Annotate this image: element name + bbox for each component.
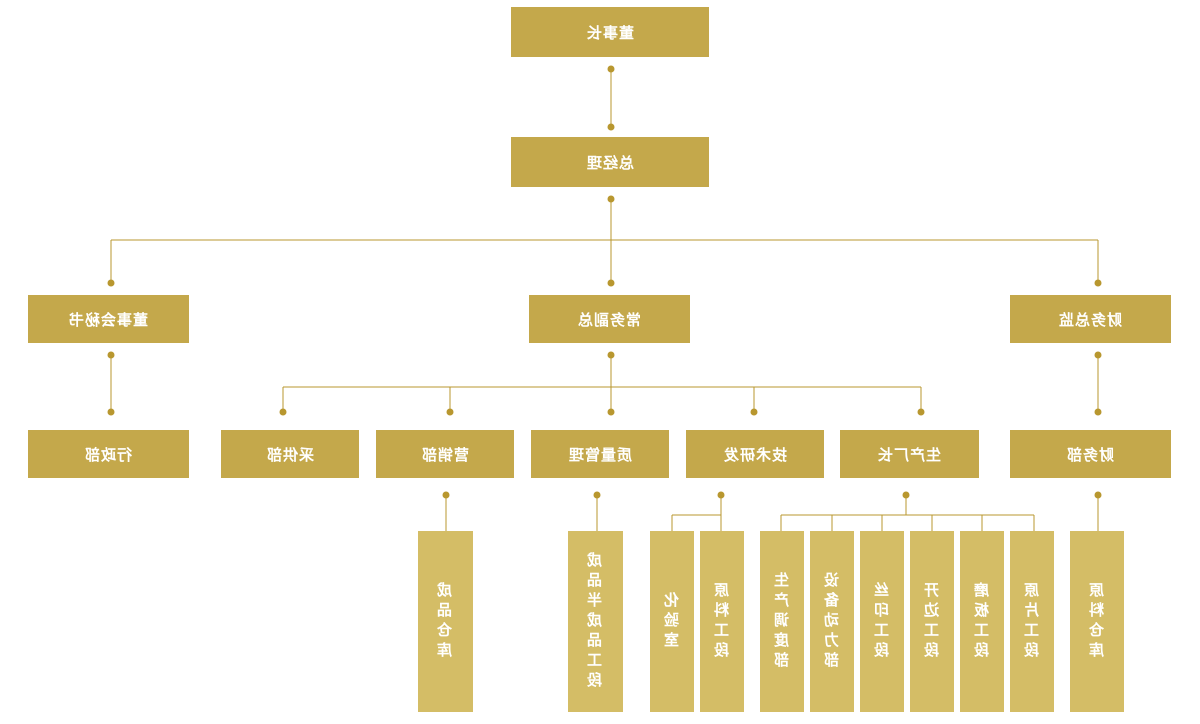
node-cfo: 财务总监 xyxy=(1010,295,1171,343)
node-label: 化验室 xyxy=(662,591,681,652)
node-equipment-power: 设备动力部 xyxy=(810,531,854,712)
node-semi-finished-section: 成品半成品工段 xyxy=(568,531,623,712)
node-label: 财务部 xyxy=(1066,445,1115,464)
node-label: 原料工段 xyxy=(712,581,731,662)
node-silk-print-section: 丝印工段 xyxy=(860,531,904,712)
node-board-secretary: 董事会秘书 xyxy=(28,295,189,343)
node-general-manager: 总经理 xyxy=(511,137,709,187)
node-label: 生产调度部 xyxy=(772,571,791,672)
connector-dot xyxy=(446,408,454,416)
node-edging-section: 开边工段 xyxy=(910,531,954,712)
connector-dot xyxy=(607,65,615,73)
connector-dot xyxy=(607,279,615,287)
node-lab: 化验室 xyxy=(650,531,694,712)
node-label: 董事长 xyxy=(585,23,634,42)
connector-dot xyxy=(607,351,615,359)
connector-dot xyxy=(902,491,910,499)
node-quality-mgmt: 质量管理 xyxy=(531,430,669,478)
connector-dot xyxy=(593,491,601,499)
node-label: 开边工段 xyxy=(922,581,941,662)
node-label: 生产厂长 xyxy=(877,445,942,464)
connector-dot xyxy=(279,408,287,416)
node-label: 质量管理 xyxy=(567,445,632,464)
node-label: 行政部 xyxy=(84,445,133,464)
node-label: 丝印工段 xyxy=(872,581,891,662)
connector-dot xyxy=(607,408,615,416)
connector-dot xyxy=(607,195,615,203)
node-label: 磨板工段 xyxy=(972,581,991,662)
connector-dot xyxy=(107,279,115,287)
node-executive-vp: 常务副总 xyxy=(529,295,690,343)
node-label: 常务副总 xyxy=(577,310,642,329)
node-label: 营销部 xyxy=(420,445,469,464)
node-label: 设备动力部 xyxy=(822,571,841,672)
node-tech-rd: 技术研发 xyxy=(686,430,824,478)
node-production-dispatch: 生产调度部 xyxy=(760,531,804,712)
node-production-director: 生产厂长 xyxy=(840,430,979,478)
connector-dot xyxy=(750,408,758,416)
connector-dot xyxy=(107,351,115,359)
node-chairman: 董事长 xyxy=(511,7,709,57)
node-finance-dept: 财务部 xyxy=(1010,430,1171,478)
node-label: 原料仓库 xyxy=(1087,581,1106,662)
connector-dot xyxy=(1094,279,1102,287)
node-finished-goods-warehouse: 成品仓库 xyxy=(418,531,473,712)
connector-dot xyxy=(442,491,450,499)
connector-dot xyxy=(607,123,615,131)
node-label: 原片工段 xyxy=(1022,581,1041,662)
connector-dot xyxy=(1094,351,1102,359)
node-label: 成品半成品工段 xyxy=(586,551,604,692)
node-procurement-dept: 采供部 xyxy=(221,430,359,478)
connector-dot xyxy=(717,491,725,499)
node-label: 董事会秘书 xyxy=(68,310,149,329)
node-raw-sheet-section: 原片工段 xyxy=(1010,531,1054,712)
connector-dot xyxy=(107,408,115,416)
node-admin-dept: 行政部 xyxy=(28,430,189,478)
node-label: 采供部 xyxy=(265,445,314,464)
connector-dot xyxy=(1094,491,1102,499)
node-label: 总经理 xyxy=(585,153,634,172)
node-label: 财务总监 xyxy=(1058,310,1123,329)
node-grinding-section: 磨板工段 xyxy=(960,531,1004,712)
connector-dot xyxy=(1094,408,1102,416)
node-label: 成品仓库 xyxy=(436,581,454,662)
node-label: 技术研发 xyxy=(722,445,787,464)
node-marketing-dept: 营销部 xyxy=(376,430,514,478)
node-raw-material-warehouse: 原料仓库 xyxy=(1070,531,1124,712)
node-raw-material-section: 原料工段 xyxy=(700,531,744,712)
connector-dot xyxy=(917,408,925,416)
